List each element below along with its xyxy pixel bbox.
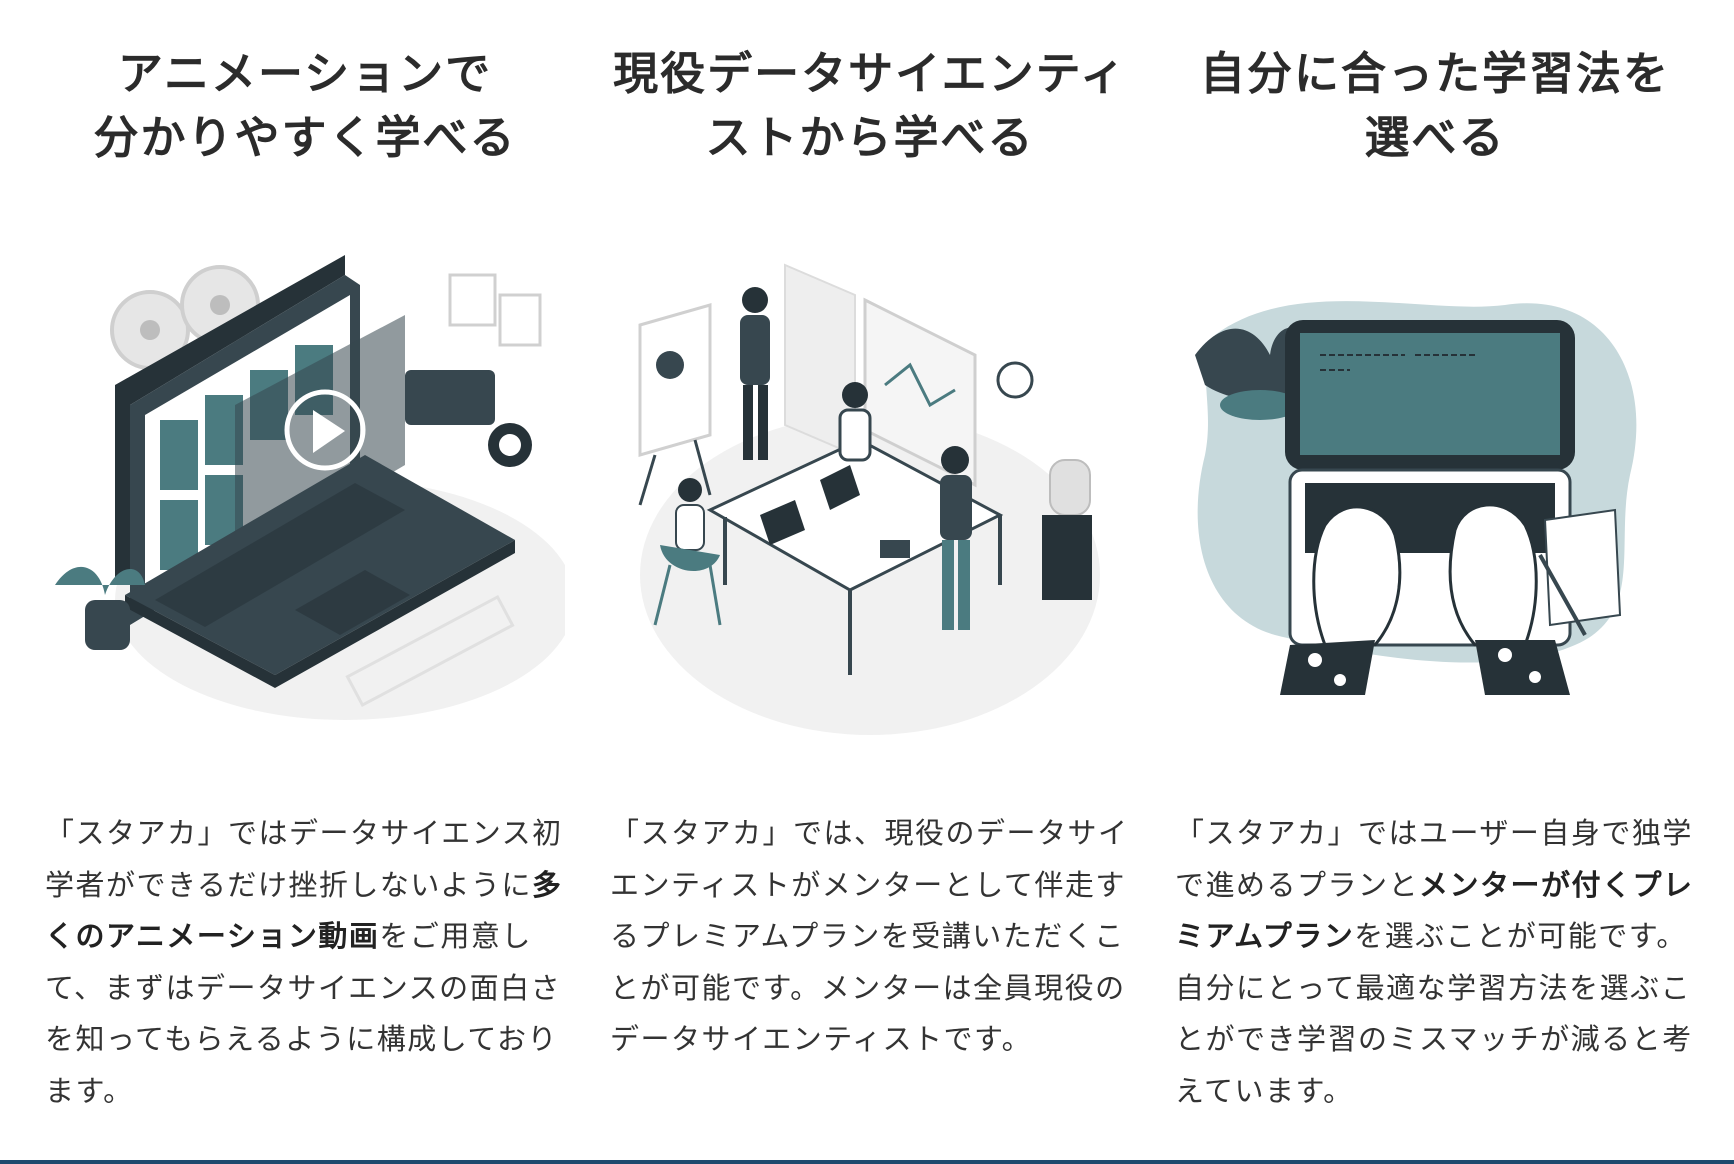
feature-title-line: 自分に合った学習法を [1199, 47, 1670, 100]
footer-divider [0, 1160, 1734, 1164]
description-text: 「スタアカ」ではユーザー自身で独学で進めるプランと [1175, 816, 1693, 902]
laptop-video-animation-icon [45, 255, 565, 775]
feature-title-line: ストから学べる [705, 111, 1035, 164]
description-emphasis: メンターが付くプレミアムプラン [1175, 867, 1694, 954]
feature-title: 自分に合った学習法を 選べる [1175, 42, 1695, 170]
description-emphasis: 多くのアニメーション動画 [45, 867, 563, 954]
description-text: を選ぶことが可能です。自分にとって最適な学習方法を選ぶことができ学習のミスマッチ… [1175, 919, 1693, 1108]
team-meeting-icon [610, 255, 1130, 775]
description-text: 「スタアカ」では、現役のデータサイエンティストがメンターとして伴走するプレミアム… [610, 816, 1129, 1056]
feature-title: 現役データサイエンティ ストから学べる [610, 42, 1130, 170]
feature-description: 「スタアカ」では、現役のデータサイエンティストがメンターとして伴走するプレミアム… [610, 808, 1130, 1066]
feature-description: 「スタアカ」ではデータサイエンス初学者ができるだけ挫折しないように多くのアニメー… [45, 808, 565, 1117]
description-text: 「スタアカ」ではデータサイエンス初学者ができるだけ挫折しないように [45, 816, 563, 902]
feature-title-line: 分かりやすく学べる [93, 111, 517, 164]
feature-title-line: 選べる [1364, 111, 1506, 164]
feature-description: 「スタアカ」ではユーザー自身で独学で進めるプランとメンターが付くプレミアムプラン… [1175, 808, 1695, 1117]
feature-title-line: アニメーションで [117, 47, 493, 100]
typing-laptop-icon [1175, 255, 1695, 775]
description-text: をご用意して、まずはデータサイエンスの面白さを知ってもらえるように構成しておりま… [45, 919, 562, 1108]
feature-title-line: 現役データサイエンティ [613, 47, 1127, 100]
feature-title: アニメーションで 分かりやすく学べる [45, 42, 565, 170]
